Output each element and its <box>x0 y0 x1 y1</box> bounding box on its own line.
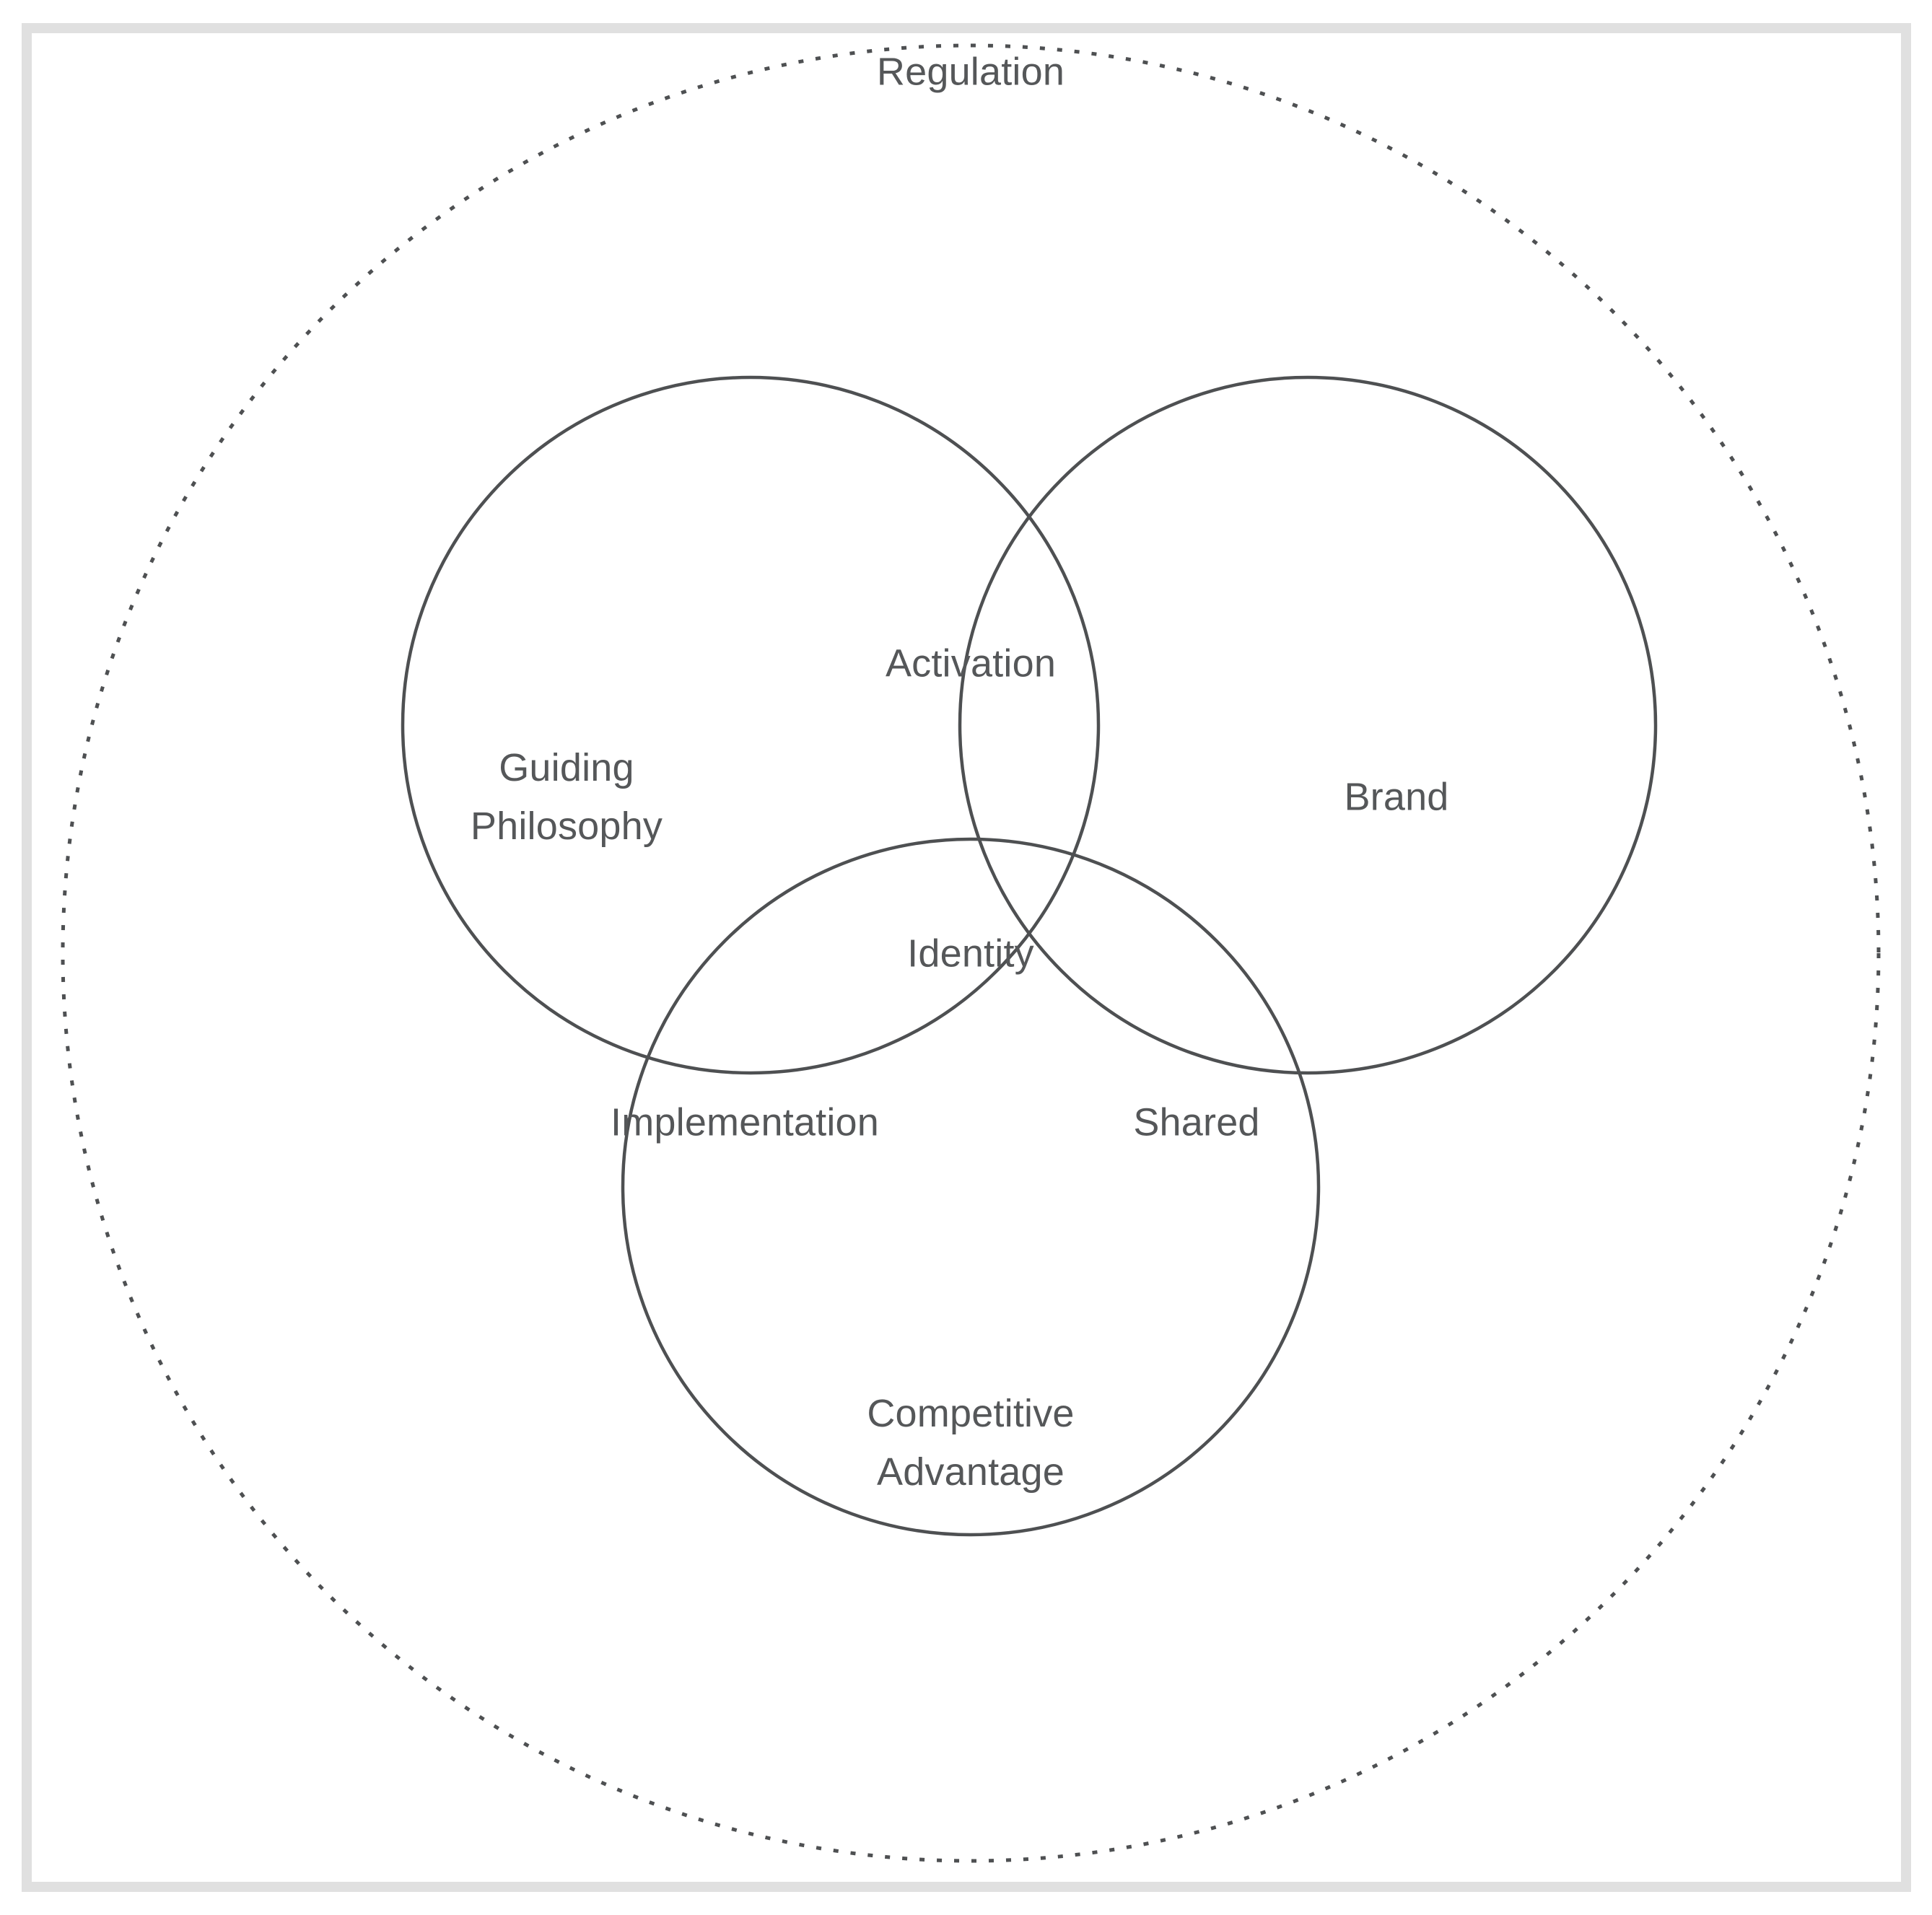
competitive-advantage-label-line2: Advantage <box>876 1450 1065 1494</box>
identity-label: Identity <box>907 932 1034 976</box>
competitive-advantage-circle[interactable] <box>621 837 1321 1537</box>
guiding-philosophy-label-line1: Guiding <box>499 746 634 789</box>
diagram-frame <box>22 23 1911 1892</box>
brand-label: Brand <box>1344 775 1449 819</box>
regulation-universe-circle <box>61 43 1881 1863</box>
activation-label: Activation <box>885 641 1057 685</box>
shared-label: Shared <box>1133 1100 1260 1144</box>
regulation-label: Regulation <box>876 50 1065 94</box>
competitive-advantage-label-line1: Competitive <box>867 1392 1075 1435</box>
guiding-philosophy-label: Guiding Philosophy <box>471 739 663 856</box>
guiding-philosophy-circle[interactable] <box>401 375 1101 1075</box>
guiding-philosophy-label-line2: Philosophy <box>470 805 663 848</box>
brand-circle[interactable] <box>958 375 1658 1075</box>
implementation-label: Implementation <box>611 1100 879 1144</box>
competitive-advantage-label: Competitive Advantage <box>867 1385 1074 1502</box>
